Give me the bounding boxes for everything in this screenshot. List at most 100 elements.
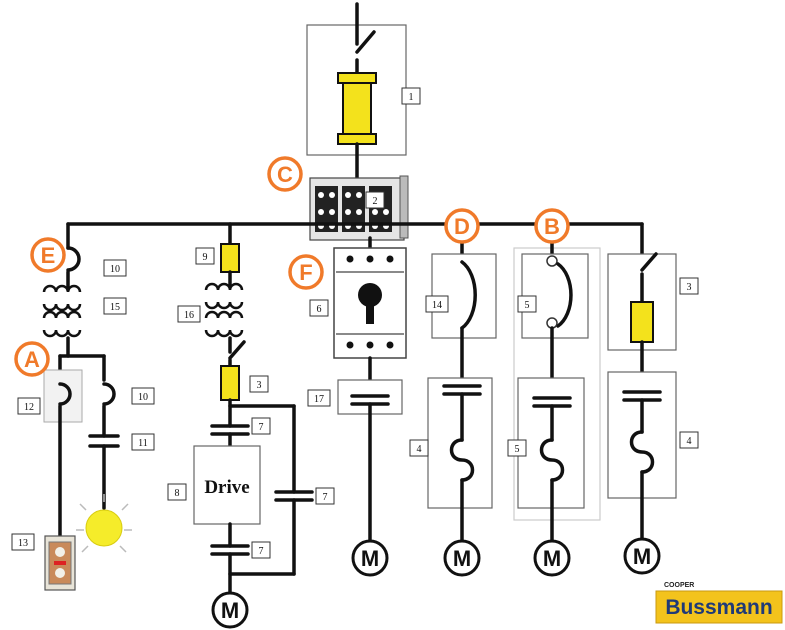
svg-text:13: 13 (18, 538, 28, 549)
svg-text:15: 15 (110, 302, 120, 313)
svg-text:C: C (277, 162, 293, 187)
tag-7-bypass: 7 (315, 487, 335, 505)
motor-drive: M (211, 591, 249, 629)
tag-7-bottom: 7 (251, 541, 271, 559)
breaker-12 (58, 382, 72, 406)
breaker-10-top (66, 246, 81, 272)
motor-label: M (361, 546, 379, 571)
callout-b: B (534, 208, 570, 244)
breaker-10-bottom (102, 382, 116, 406)
branch-fused-starter (607, 222, 677, 544)
svg-text:12: 12 (24, 402, 34, 413)
tag-14: 14 (425, 295, 449, 313)
svg-text:4: 4 (417, 444, 422, 455)
tag-17: 17 (307, 389, 331, 407)
svg-text:9: 9 (203, 252, 208, 263)
motor-label: M (453, 546, 471, 571)
tag-7-top: 7 (251, 417, 271, 435)
svg-text:7: 7 (259, 422, 264, 433)
distribution-block (309, 175, 409, 241)
motor-d: M (443, 539, 481, 577)
svg-text:10: 10 (138, 392, 148, 403)
svg-text:5: 5 (525, 300, 530, 311)
tag-8: 8 (167, 483, 187, 501)
tag-6: 6 (309, 299, 329, 317)
motor-label: M (633, 544, 651, 569)
breaker-14 (460, 260, 477, 330)
svg-text:11: 11 (138, 438, 148, 449)
tag-13: 13 (11, 533, 35, 551)
logo-parent: COOPER (664, 582, 694, 589)
breaker-5 (556, 262, 573, 328)
svg-text:3: 3 (257, 380, 262, 391)
transformer-15-primary (42, 284, 82, 293)
tag-5-bottom: 5 (507, 439, 527, 457)
fuse-3-right (630, 301, 654, 343)
branch-motor-circuit-protector (333, 236, 407, 546)
tag-16: 16 (177, 305, 201, 323)
overload-4-right (629, 430, 655, 474)
tag-15: 15 (103, 297, 127, 315)
branch-lighting (42, 222, 132, 591)
tag-4-left: 4 (409, 439, 429, 457)
logo-brand: Bussmann (665, 596, 772, 619)
svg-text:3: 3 (687, 282, 692, 293)
callout-d: D (444, 208, 480, 244)
motor-label: M (221, 598, 239, 623)
svg-text:17: 17 (314, 394, 324, 405)
lamp (76, 494, 132, 553)
motor-right: M (623, 537, 661, 575)
tag-3-drive: 3 (249, 375, 269, 393)
callout-c: C (267, 156, 303, 192)
motor-b: M (533, 539, 571, 577)
svg-text:10: 10 (110, 264, 120, 275)
tag-4-right: 4 (679, 431, 699, 449)
callout-a: A (14, 341, 50, 377)
main-switch (355, 30, 376, 54)
switch-3 (640, 252, 658, 272)
tag-11: 11 (131, 433, 155, 451)
svg-text:F: F (299, 260, 312, 285)
tag-3-right: 3 (679, 277, 699, 295)
tag-12: 12 (17, 397, 41, 415)
motor-f: M (351, 539, 389, 577)
svg-text:B: B (544, 214, 560, 239)
motor-label: M (543, 546, 561, 571)
receptacle (44, 535, 76, 591)
callout-e: E (30, 237, 66, 273)
fuse-3-drive (220, 365, 240, 401)
svg-text:7: 7 (323, 492, 328, 503)
callout-f: F (288, 254, 324, 290)
switch-drive (228, 340, 246, 360)
branch-b (513, 222, 601, 546)
main-fuse (342, 74, 372, 143)
svg-text:16: 16 (184, 310, 194, 321)
drive-box (193, 445, 261, 525)
transformer-16 (204, 282, 244, 291)
overload-5 (539, 438, 565, 482)
svg-text:D: D (454, 214, 470, 239)
svg-text:2: 2 (373, 196, 378, 207)
svg-text:7: 7 (259, 546, 264, 557)
tag-1: 1 (401, 87, 421, 105)
main-feed (306, 2, 407, 180)
branch-drive (193, 222, 314, 598)
tag-10-top: 10 (103, 259, 127, 277)
bussmann-logo: COOPER Bussmann (655, 582, 783, 624)
tag-10-bottom: 10 (131, 387, 155, 405)
drive-label: Drive (204, 477, 249, 498)
tag-9: 9 (195, 247, 215, 265)
tag-2: 2 (365, 191, 385, 209)
fuse-9 (220, 243, 240, 273)
svg-text:4: 4 (687, 436, 692, 447)
svg-text:14: 14 (432, 300, 442, 311)
svg-text:6: 6 (317, 304, 322, 315)
starter-4-box-left (427, 377, 493, 509)
svg-text:E: E (41, 243, 56, 268)
svg-text:8: 8 (175, 488, 180, 499)
svg-text:5: 5 (515, 444, 520, 455)
svg-text:1: 1 (409, 92, 414, 103)
overload-4-left (449, 438, 475, 482)
tag-5-top: 5 (517, 295, 537, 313)
